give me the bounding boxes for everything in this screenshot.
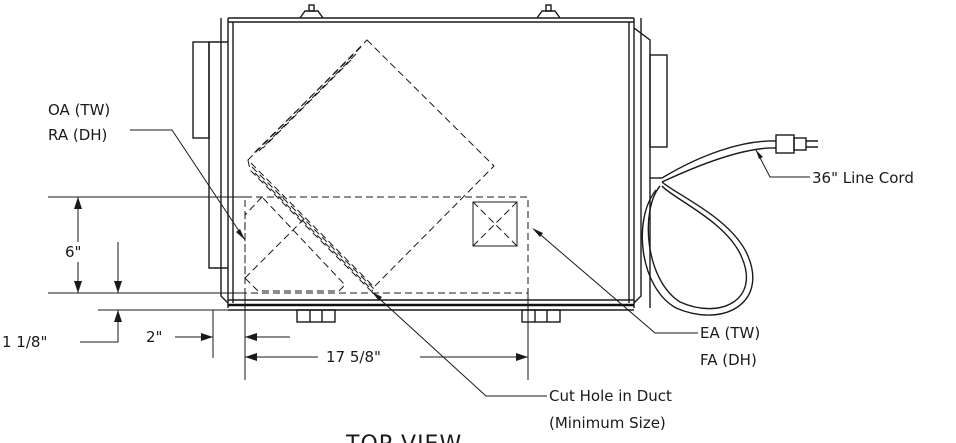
dimension-1-1-8-label: 1 1/8"	[2, 333, 47, 351]
line-cord-label: 36" Line Cord	[812, 169, 914, 187]
duct-cut-hole-outline	[244, 196, 529, 294]
ea-tw-label: EA (TW)	[700, 324, 760, 342]
dimension-1-1-8-inch	[80, 242, 228, 343]
fa-dh-label: FA (DH)	[700, 351, 757, 369]
top-mounting-knob-right	[536, 4, 561, 19]
dimension-2-inch	[175, 293, 290, 380]
left-side-panel	[192, 41, 228, 269]
ea-fa-leader	[532, 228, 698, 334]
cut-hole-leader	[371, 291, 547, 397]
oa-ra-leader	[130, 129, 246, 241]
line-cord-leader	[755, 149, 810, 178]
dimension-17-5-8-label: 17 5/8"	[326, 348, 381, 366]
bottom-foot-left	[296, 309, 336, 323]
ea-fa-port	[472, 201, 518, 247]
right-side-panel	[633, 27, 668, 308]
heat-exchanger-core	[247, 39, 495, 295]
dimension-6-inch	[48, 196, 245, 294]
cut-hole-label: Cut Hole in Duct	[549, 387, 672, 405]
unit-body	[220, 17, 642, 311]
cut-hole-sublabel: (Minimum Size)	[549, 414, 666, 432]
view-title: TOP VIEW	[345, 432, 462, 443]
dimension-6-label: 6"	[65, 243, 81, 261]
line-cord	[641, 134, 818, 316]
top-mounting-knob-left	[299, 4, 324, 19]
dimension-17-5-8-inch	[245, 293, 529, 380]
ra-dh-label: RA (DH)	[48, 126, 107, 144]
oa-ra-port	[244, 196, 346, 292]
dimension-2-label: 2"	[146, 328, 162, 346]
oa-tw-label: OA (TW)	[48, 101, 110, 119]
bottom-foot-right	[521, 309, 561, 323]
